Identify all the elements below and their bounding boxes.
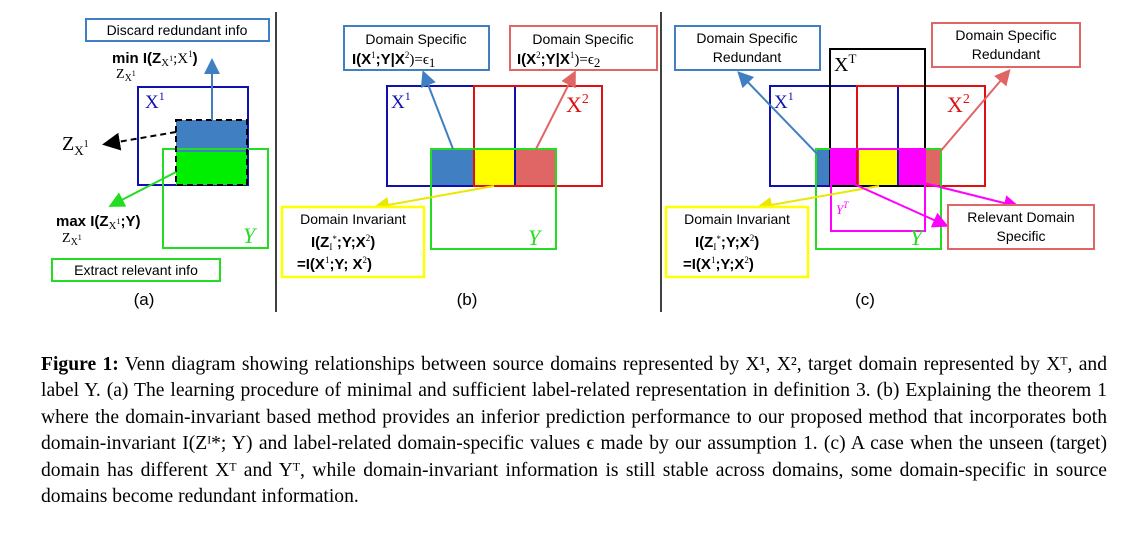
figure-caption: Figure 1: Venn diagram showing relations… xyxy=(41,352,1107,510)
min-objective: min I(ZX1;X1) xyxy=(112,49,198,69)
panel-a: Discard redundant info min I(ZX1;X1) ZX1… xyxy=(51,18,270,309)
zx1-dashed-arrow xyxy=(102,131,177,151)
ds2-title: Domain Specific xyxy=(532,31,633,47)
di-callout-box-c xyxy=(664,205,810,279)
x1-label-a: X1 xyxy=(145,89,165,113)
dsr2-line1: Domain Specific xyxy=(955,27,1056,43)
di-title-c: Domain Invariant xyxy=(684,211,790,227)
dsr2-arrow xyxy=(932,68,1011,161)
dsr2-line2: Redundant xyxy=(972,46,1041,62)
region-c-magenta-right xyxy=(899,149,925,186)
ds1-expr: I(X1;Y|X2)=ϵ1 xyxy=(352,50,435,70)
venn-figure: Discard redundant info min I(ZX1;X1) ZX1… xyxy=(51,12,1095,312)
rds-line2: Specific xyxy=(996,228,1045,244)
y-label-c: Y xyxy=(910,225,925,250)
panel-a-letter: (a) xyxy=(134,290,155,309)
y-set-a xyxy=(162,148,269,249)
rds-arrow-right xyxy=(911,179,1020,211)
region-b-yellow xyxy=(474,149,515,186)
di-line2-b: =I(X1;Y; X2) xyxy=(297,255,372,273)
region-b-salmon xyxy=(515,149,556,186)
ds2-expr: I(X2;Y|X1)=ϵ2 xyxy=(517,50,600,70)
dsr1-line2: Redundant xyxy=(713,49,782,65)
ds1-callout-box xyxy=(343,25,490,71)
x1-label-b: X1 xyxy=(391,89,411,113)
di-line1-c: I(ZI*;Y;X2) xyxy=(695,233,759,252)
region-c-magenta-left xyxy=(831,149,859,186)
rds-line1: Relevant Domain xyxy=(967,209,1074,225)
ds2-callout-box xyxy=(509,25,658,71)
di-callout-box-b xyxy=(280,205,426,279)
x2-set-b xyxy=(473,85,603,187)
max-objective-z: ZX1 xyxy=(62,231,82,248)
region-c-yellow xyxy=(859,149,899,186)
extract-callout-text: Extract relevant info xyxy=(74,262,198,278)
dsr2-callout-box xyxy=(931,22,1081,68)
yt-label: YT xyxy=(836,200,849,217)
ds1-title: Domain Specific xyxy=(365,31,466,47)
dsr1-callout-box xyxy=(674,25,821,71)
y-label-a: Y xyxy=(243,223,258,248)
di-arrow-c xyxy=(756,185,880,213)
di-line1-b: I(ZI*;Y;X2) xyxy=(311,233,375,252)
dsr1-arrow xyxy=(737,71,824,161)
min-objective-z: ZX1 xyxy=(116,67,136,84)
panel-c-letter: (c) xyxy=(855,290,875,309)
xt-label: XT xyxy=(834,51,856,76)
zx1-label: ZX1 xyxy=(62,133,89,158)
ds2-arrow xyxy=(535,70,576,150)
yt-set-c xyxy=(830,148,926,232)
redundant-region-a xyxy=(176,120,247,152)
rds-arrow-left xyxy=(844,179,949,228)
panel-c: Domain Specific Redundant Domain Specifi… xyxy=(664,22,1095,309)
region-c-blue xyxy=(816,149,831,186)
discard-callout-text: Discard redundant info xyxy=(107,22,248,38)
rds-callout-box xyxy=(947,204,1095,250)
di-line2-c: =I(X1;Y;X2) xyxy=(683,255,754,273)
y-label-b: Y xyxy=(528,225,543,250)
x1-set-b xyxy=(386,85,516,187)
x2-label-c: X2 xyxy=(947,92,970,117)
figure-caption-text: Venn diagram showing relationships betwe… xyxy=(41,354,1107,508)
extract-arrow xyxy=(108,171,177,207)
panel-b-letter: (b) xyxy=(457,290,478,309)
figure-caption-label: Figure 1: xyxy=(41,354,119,375)
region-b-blue xyxy=(431,149,474,186)
di-title-b: Domain Invariant xyxy=(300,211,406,227)
y-set-b xyxy=(430,148,557,250)
discard-callout-box xyxy=(85,18,270,42)
max-objective: max I(ZX1;Y) xyxy=(56,213,140,232)
region-c-salmon xyxy=(925,149,941,186)
dsr1-line1: Domain Specific xyxy=(696,30,797,46)
ds1-arrow xyxy=(420,70,454,150)
panel-b: Domain Specific I(X1;Y|X2)=ϵ1 Domain Spe… xyxy=(280,25,658,309)
x1-label-c: X1 xyxy=(774,89,794,113)
relevant-region-a xyxy=(176,152,247,185)
extract-callout-box xyxy=(51,258,221,282)
di-arrow-b xyxy=(373,185,495,213)
x2-label-b: X2 xyxy=(566,92,589,117)
